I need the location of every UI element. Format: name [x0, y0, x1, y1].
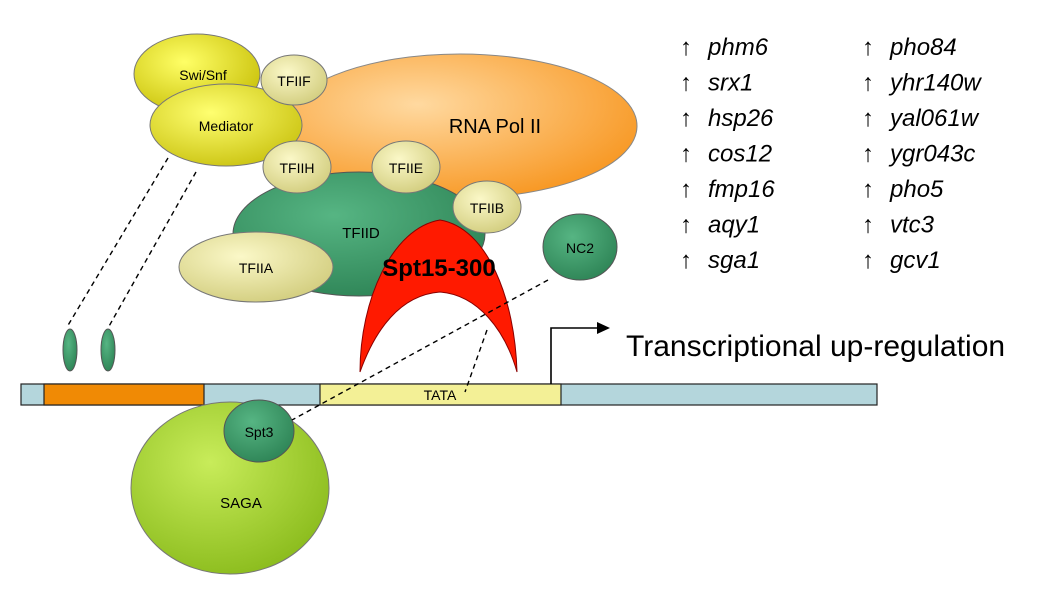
gene-name: sga1: [708, 247, 760, 274]
up-arrow-icon: ↑: [862, 247, 874, 274]
tfiie-factor: TFIIE: [371, 140, 441, 194]
gene-name: ygr043c: [888, 141, 975, 168]
upregulated-gene-list: ↑ phm6 ↑ srx1 ↑ hsp26 ↑ cos12 ↑ fmp16 ↑ aqy1 ↑ sga1 ↑…: [680, 34, 982, 274]
up-arrow-icon: ↑: [680, 34, 692, 61]
up-arrow-icon: ↑: [680, 141, 692, 168]
rna-pol-ii-label: RNA Pol II: [449, 116, 541, 138]
gene-column-left: ↑ phm6 ↑ srx1 ↑ hsp26 ↑ cos12 ↑ fmp16 ↑ aqy1 ↑ sga1: [680, 34, 775, 274]
tfiia-factor: TFIIA: [178, 231, 334, 303]
up-arrow-icon: ↑: [862, 141, 874, 168]
dashed-line-mediator-right: [107, 171, 197, 329]
tata-label: TATA: [424, 387, 457, 403]
gene-name: cos12: [708, 141, 772, 168]
gene-name: vtc3: [890, 212, 935, 239]
up-arrow-icon: ↑: [680, 176, 692, 203]
mediator-complex: Mediator: [149, 83, 303, 167]
upstream-element: [43, 383, 205, 406]
gene-name: gcv1: [890, 247, 941, 274]
spt15-300-tbp: Spt15-300: [359, 219, 518, 373]
activator-oval-right: [100, 328, 116, 372]
up-arrow-icon: ↑: [862, 105, 874, 132]
spt15-300-label: Spt15-300: [382, 255, 495, 282]
dashed-line-nc2-spt3: [291, 279, 549, 421]
rna-pol-ii-complex: RNA Pol II: [282, 53, 638, 199]
tfiia-label: TFIIA: [239, 260, 274, 276]
tfiib-factor: TFIIB: [452, 180, 522, 234]
tfiif-factor: TFIIF: [260, 54, 328, 106]
gene-name: yhr140w: [888, 70, 982, 97]
saga-label: SAGA: [220, 495, 262, 512]
up-arrow-icon: ↑: [680, 212, 692, 239]
up-arrow-icon: ↑: [862, 176, 874, 203]
nc2-factor: NC2: [542, 213, 618, 281]
transcription-start-arrow: [550, 322, 610, 384]
tfiif-label: TFIIF: [277, 73, 310, 89]
gene-name: phm6: [707, 34, 769, 61]
tata-box: [319, 383, 562, 406]
tfiie-label: TFIIE: [389, 160, 423, 176]
gene-name: fmp16: [708, 176, 775, 203]
transcription-label: Transcriptional up-regulation: [626, 330, 1005, 363]
gene-name: pho5: [889, 176, 944, 203]
interaction-lines: [66, 157, 549, 421]
gene-name: pho84: [889, 34, 957, 61]
gene-column-right: ↑ pho84 ↑ yhr140w ↑ yal061w ↑ ygr043c ↑ pho5 ↑ vtc3…: [862, 34, 982, 274]
dna-promoter: TATA: [20, 383, 878, 406]
gene-name: yal061w: [888, 105, 980, 132]
up-arrow-icon: ↑: [680, 105, 692, 132]
nc2-label: NC2: [566, 240, 594, 256]
up-arrow-icon: ↑: [862, 212, 874, 239]
mediator-label: Mediator: [199, 118, 254, 134]
dashed-line-mediator-left: [66, 157, 169, 328]
up-arrow-icon: ↑: [680, 70, 692, 97]
tfiih-label: TFIIH: [280, 160, 315, 176]
up-arrow-icon: ↑: [862, 34, 874, 61]
gene-name: hsp26: [708, 105, 774, 132]
up-arrow-icon: ↑: [862, 70, 874, 97]
spt3-label: Spt3: [245, 424, 274, 440]
tfiib-label: TFIIB: [470, 200, 504, 216]
activator-oval-left: [62, 328, 78, 372]
spt3-factor: Spt3: [223, 399, 295, 463]
dashed-line-tbp-tata: [464, 329, 488, 393]
up-arrow-icon: ↑: [680, 247, 692, 274]
tfiid-label: TFIID: [342, 225, 380, 242]
gene-name: aqy1: [708, 212, 760, 239]
gene-name: srx1: [708, 70, 753, 97]
tfiih-factor: TFIIH: [262, 140, 332, 194]
swi-snf-label: Swi/Snf: [179, 67, 227, 83]
